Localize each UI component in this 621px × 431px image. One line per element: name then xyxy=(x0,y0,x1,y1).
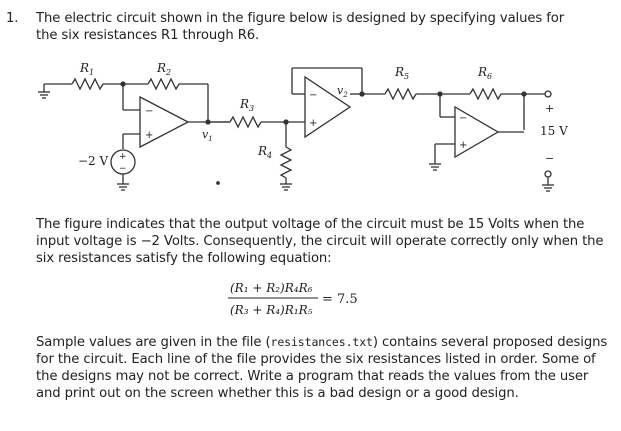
label-source-voltage: −2 V xyxy=(78,154,109,168)
output-terminal-top xyxy=(544,90,552,98)
resistor-r6 xyxy=(440,87,525,130)
label-r6: R6 xyxy=(477,65,492,81)
opamp-2 xyxy=(286,67,363,139)
task-paragraph: Sample values are given in the file (res… xyxy=(36,334,611,402)
equation-rhs: = 7.5 xyxy=(322,292,358,307)
label-opamp3-plus: + xyxy=(459,140,467,151)
task-text-before: Sample values are given in the file ( xyxy=(36,335,271,350)
label-source-minus: − xyxy=(119,164,127,174)
label-r4: R4 xyxy=(257,144,272,160)
problem-intro: 1. The electric circuit shown in the figu… xyxy=(6,10,606,44)
opamp-1 xyxy=(122,84,230,149)
resistor-r4 xyxy=(279,122,293,191)
label-output-minus: − xyxy=(545,152,554,165)
label-r5: R5 xyxy=(394,65,409,81)
problem-number: 1. xyxy=(6,11,19,26)
explanation-paragraph: The figure indicates that the output vol… xyxy=(36,217,604,266)
label-r1: R1 xyxy=(79,61,94,77)
stray-dot xyxy=(216,181,220,185)
label-opamp1-plus: + xyxy=(145,130,153,141)
label-r3: R3 xyxy=(239,97,254,113)
ground-left xyxy=(38,84,50,99)
opamp-3 xyxy=(429,94,524,171)
label-opamp1-minus: − xyxy=(145,106,153,117)
label-opamp3-minus: − xyxy=(459,113,467,124)
output-terminal-bottom xyxy=(542,170,554,192)
label-opamp2-plus: + xyxy=(309,118,317,129)
resistor-r5 xyxy=(362,87,440,101)
label-v1: v1 xyxy=(202,128,213,143)
voltage-source xyxy=(110,149,136,191)
circuit-diagram: R1 R2 R3 R4 R5 R6 v1 v2 −2 V 15 V + − + … xyxy=(38,61,568,192)
filename: resistances.txt xyxy=(270,335,373,349)
equation-numerator: (R₁ + R₂)R₄R₆ xyxy=(230,281,313,295)
resistor-r2 xyxy=(123,77,209,122)
label-r2: R2 xyxy=(156,61,171,77)
label-opamp2-minus: − xyxy=(309,90,317,101)
intro-line-1: The electric circuit shown in the figure… xyxy=(36,11,565,26)
resistor-r3 xyxy=(208,115,286,129)
resistor-r1 xyxy=(44,77,123,91)
resistance-equation: (R₁ + R₂)R₄R₆ (R₃ + R₄)R₁R₅ = 7.5 xyxy=(228,281,358,317)
equation-denominator: (R₃ + R₄)R₁R₅ xyxy=(230,303,313,317)
label-source-plus: + xyxy=(119,152,127,162)
task-text-after: ) contains several proposed designs for … xyxy=(36,335,608,401)
label-output-voltage: 15 V xyxy=(540,124,568,138)
label-output-plus: + xyxy=(545,102,554,115)
intro-line-2: the six resistances R1 through R6. xyxy=(36,28,260,43)
label-v2: v2 xyxy=(337,84,348,99)
